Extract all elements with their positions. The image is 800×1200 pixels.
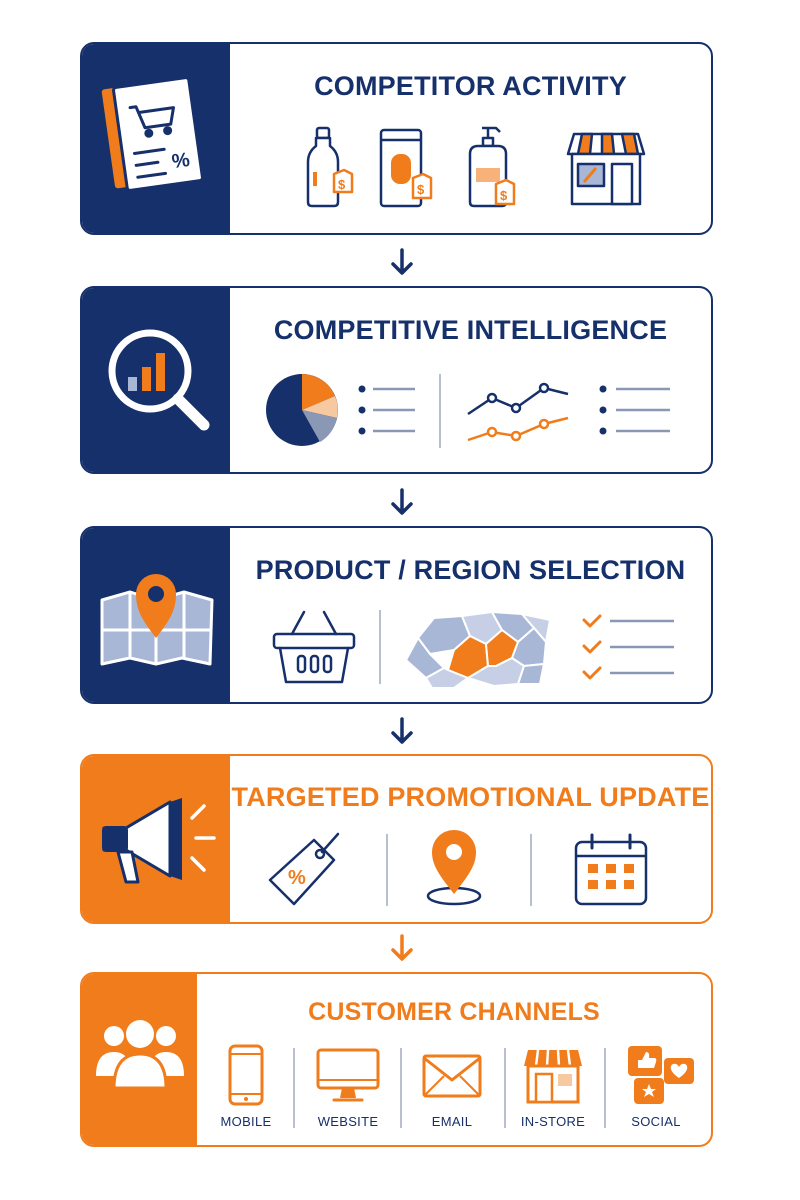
smartphone-icon xyxy=(228,1044,264,1106)
step-side-panel: % xyxy=(82,44,230,233)
pump-bottle-price-tag-icon: $ xyxy=(468,126,516,208)
step-title: CUSTOMER CHANNELS xyxy=(308,998,600,1026)
divider xyxy=(386,834,388,906)
megaphone-icon xyxy=(102,798,216,884)
divider xyxy=(504,1048,506,1128)
divider xyxy=(530,834,532,906)
svg-text:$: $ xyxy=(417,182,425,197)
flow-arrow-icon xyxy=(391,934,413,961)
divider xyxy=(439,374,441,448)
flow-arrow-icon xyxy=(391,248,413,275)
channel-label-mobile: MOBILE xyxy=(220,1114,272,1129)
channel-label-social: SOCIAL xyxy=(631,1114,681,1129)
step-targeted-promotional-update: TARGETED PROMOTIONAL UPDATE % xyxy=(80,754,713,924)
step-side-panel xyxy=(82,756,230,922)
people-group-icon xyxy=(96,1020,184,1090)
checklist-icon xyxy=(582,614,674,680)
envelope-icon xyxy=(422,1054,482,1098)
map-pin-icon xyxy=(100,574,214,666)
magnifier-bar-chart-icon xyxy=(108,329,210,431)
step-customer-channels: CUSTOMER CHANNELS MOBILE WEBSITE EMAIL xyxy=(80,972,713,1147)
divider xyxy=(379,610,381,684)
divider xyxy=(400,1048,402,1128)
channel-label-email: EMAIL xyxy=(431,1114,473,1129)
discount-tag-icon: % xyxy=(268,832,340,906)
line-chart-icon xyxy=(467,382,569,442)
channel-label-website: WEBSITE xyxy=(317,1114,379,1129)
location-pin-icon xyxy=(426,830,482,906)
svg-text:%: % xyxy=(288,867,306,889)
divider xyxy=(604,1048,606,1128)
step-competitive-intelligence: COMPETITIVE INTELLIGENCE xyxy=(80,286,713,474)
step-title: TARGETED PROMOTIONAL UPDATE xyxy=(231,782,710,812)
flow-arrow-icon xyxy=(391,488,413,515)
step-competitor-activity: % COMPETITOR ACTIVITY $ $ xyxy=(80,42,713,235)
social-media-icon xyxy=(628,1046,694,1104)
step-side-panel xyxy=(82,974,197,1145)
jar-price-tag-icon: $ xyxy=(379,128,433,208)
channel-label-in-store: IN-STORE xyxy=(520,1114,586,1129)
bullet-list-icon xyxy=(358,385,415,435)
step-title: COMPETITOR ACTIVITY xyxy=(314,71,627,101)
step-side-panel xyxy=(82,288,230,472)
divider xyxy=(293,1048,295,1128)
store-icon xyxy=(524,1049,582,1104)
shopping-basket-icon xyxy=(272,610,356,684)
monitor-icon xyxy=(316,1048,380,1102)
pie-chart-icon xyxy=(266,374,338,446)
bullet-list-icon xyxy=(599,385,670,435)
shopping-flyer-icon: % xyxy=(101,76,204,192)
svg-text:$: $ xyxy=(500,188,508,203)
region-map-icon xyxy=(405,611,551,689)
step-title: COMPETITIVE INTELLIGENCE xyxy=(273,315,668,345)
flow-arrow-icon xyxy=(391,717,413,744)
svg-text:%: % xyxy=(171,149,192,173)
step-product-region-selection: PRODUCT / REGION SELECTION xyxy=(80,526,713,704)
step-title: PRODUCT / REGION SELECTION xyxy=(255,555,686,585)
step-side-panel xyxy=(82,528,230,702)
svg-text:$: $ xyxy=(338,177,346,192)
calendar-icon xyxy=(574,833,648,906)
storefront-icon xyxy=(566,132,646,206)
bottle-price-tag-icon: $ xyxy=(306,126,354,208)
